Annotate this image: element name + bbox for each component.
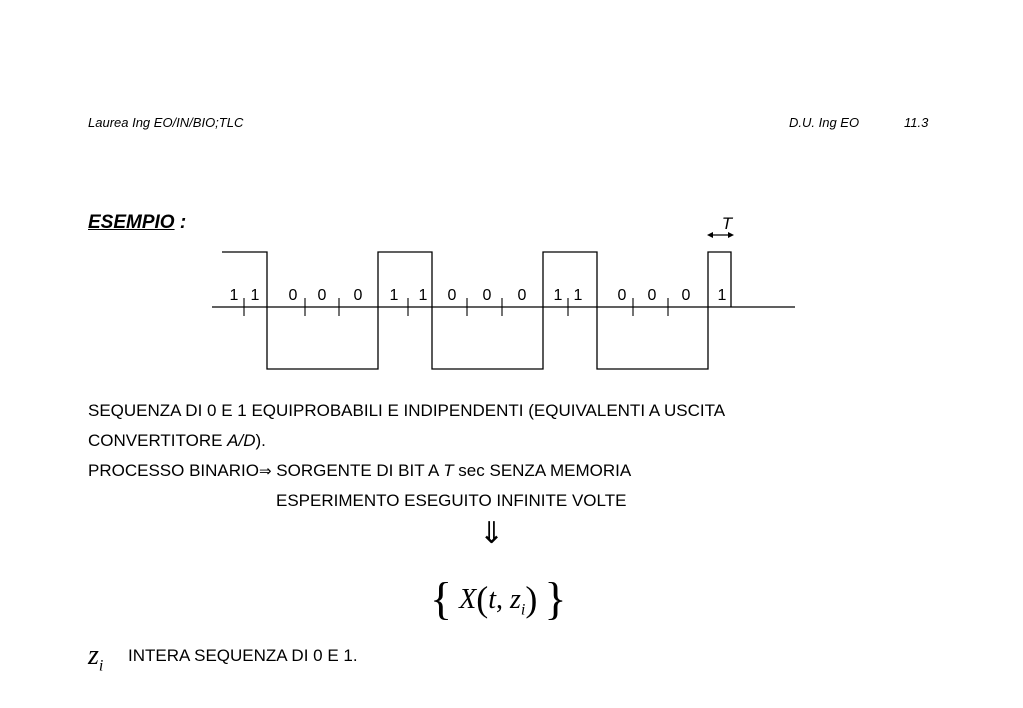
paragraph-line-1: SEQUENZA DI 0 E 1 EQUIPROBABILI E INDIPE… <box>88 401 726 420</box>
bit-label: 0 <box>289 287 298 304</box>
formula-comma: , <box>495 584 510 615</box>
paragraph-line-3-suffix: sec SENZA MEMORIA <box>453 461 632 480</box>
bit-label: 1 <box>554 287 563 304</box>
bit-label: 0 <box>448 287 457 304</box>
section-title-colon: : <box>174 212 187 233</box>
formula-x: X <box>459 584 477 615</box>
formula-z-subscript: i <box>520 601 526 619</box>
zi-symbol: zi <box>88 640 103 676</box>
process-formula: { X(t, zi) } <box>430 572 566 625</box>
formula-z: z <box>509 584 521 615</box>
paragraph-line-3-prefix: PROCESSO BINARIO <box>88 461 259 480</box>
paragraph-line-2-prefix: CONVERTITORE <box>88 431 228 450</box>
paragraph-line-3: PROCESSO BINARIO⇒ SORGENTE DI BIT A T se… <box>88 461 631 481</box>
bit-label: 0 <box>618 287 627 304</box>
section-title: ESEMPIO : <box>88 212 186 234</box>
paragraph-line-2-suffix: ). <box>255 431 266 450</box>
formula-open-brace: { <box>430 573 453 624</box>
bit-label: 1 <box>251 287 260 304</box>
bit-label: 0 <box>354 287 363 304</box>
bit-boundary-ticks <box>243 298 669 316</box>
formula-close-brace: } <box>544 573 567 624</box>
bit-label: 1 <box>230 287 239 304</box>
formula-t: t <box>488 584 496 615</box>
paragraph-line-3-t: T <box>443 461 454 480</box>
zi-symbol-subscript: i <box>98 657 104 675</box>
waveform-signal <box>222 251 732 370</box>
bit-label: 0 <box>518 287 527 304</box>
bit-label: 1 <box>718 287 727 304</box>
header-page-number: 11.3 <box>904 115 929 130</box>
formula-open-paren: ( <box>476 579 489 619</box>
bit-label: 1 <box>419 287 428 304</box>
implies-symbol: ⇒ <box>258 462 272 480</box>
paragraph-line-2-ad: A/D <box>227 431 256 450</box>
header-left: Laurea Ing EO/IN/BIO;TLC <box>88 115 244 130</box>
paragraph-line-4: ESPERIMENTO ESEGUITO INFINITE VOLTE <box>276 491 627 510</box>
paragraph-line-3-mid: SORGENTE DI BIT A <box>271 461 444 480</box>
bit-label: 0 <box>648 287 657 304</box>
bit-label: 1 <box>390 287 399 304</box>
bit-label: 0 <box>483 287 492 304</box>
header-course: D.U. Ing EO <box>789 115 860 130</box>
paragraph-line-2: CONVERTITORE A/D). <box>88 431 266 451</box>
bit-label: 0 <box>682 287 691 304</box>
bit-label: 1 <box>574 287 583 304</box>
formula-close-paren: ) <box>525 579 538 619</box>
double-down-arrow-icon: ⇓ <box>479 516 505 551</box>
period-arrow-left-head <box>707 232 713 238</box>
period-label: T <box>722 214 734 233</box>
zi-description: INTERA SEQUENZA DI 0 E 1. <box>128 646 358 665</box>
bit-label: 0 <box>318 287 327 304</box>
zi-symbol-z: z <box>88 640 99 671</box>
section-title-text: ESEMPIO <box>88 212 175 233</box>
period-arrow-right-head <box>728 232 734 238</box>
